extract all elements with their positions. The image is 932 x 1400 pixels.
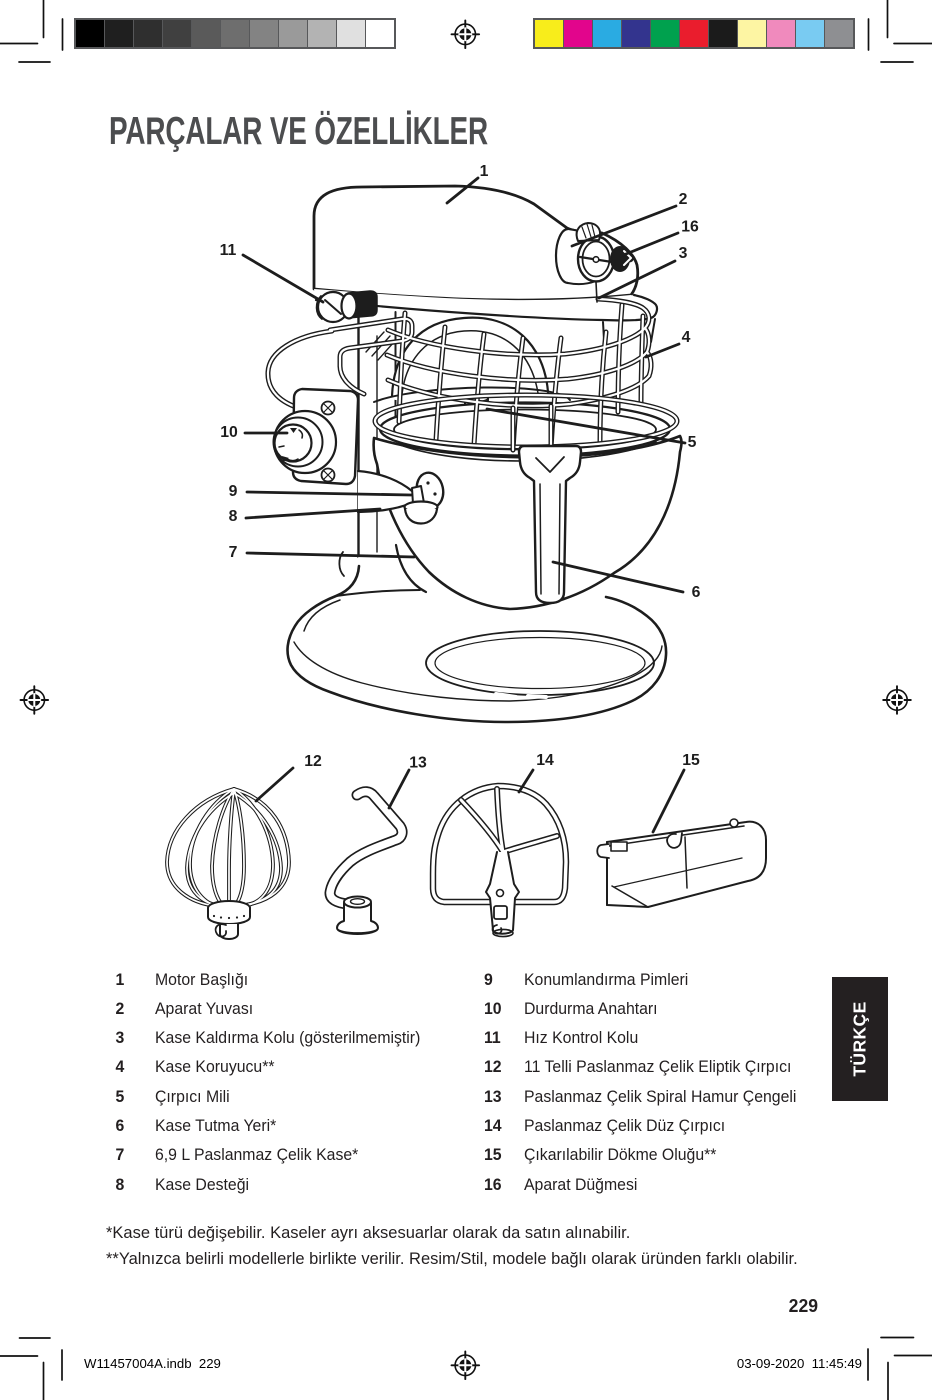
svg-text:1: 1	[480, 163, 489, 180]
svg-text:12: 12	[304, 753, 322, 770]
svg-text:10: 10	[220, 424, 238, 441]
svg-text:6: 6	[692, 584, 701, 601]
svg-text:14: 14	[536, 752, 554, 769]
svg-text:13: 13	[409, 755, 427, 772]
svg-text:4: 4	[682, 329, 691, 346]
svg-text:8: 8	[229, 508, 238, 525]
svg-text:3: 3	[679, 245, 688, 262]
svg-text:7: 7	[229, 544, 238, 561]
svg-text:5: 5	[688, 434, 697, 451]
svg-text:2: 2	[679, 191, 688, 208]
svg-text:11: 11	[220, 242, 237, 259]
svg-text:9: 9	[229, 483, 238, 500]
svg-text:15: 15	[682, 752, 700, 769]
svg-text:16: 16	[681, 219, 699, 236]
